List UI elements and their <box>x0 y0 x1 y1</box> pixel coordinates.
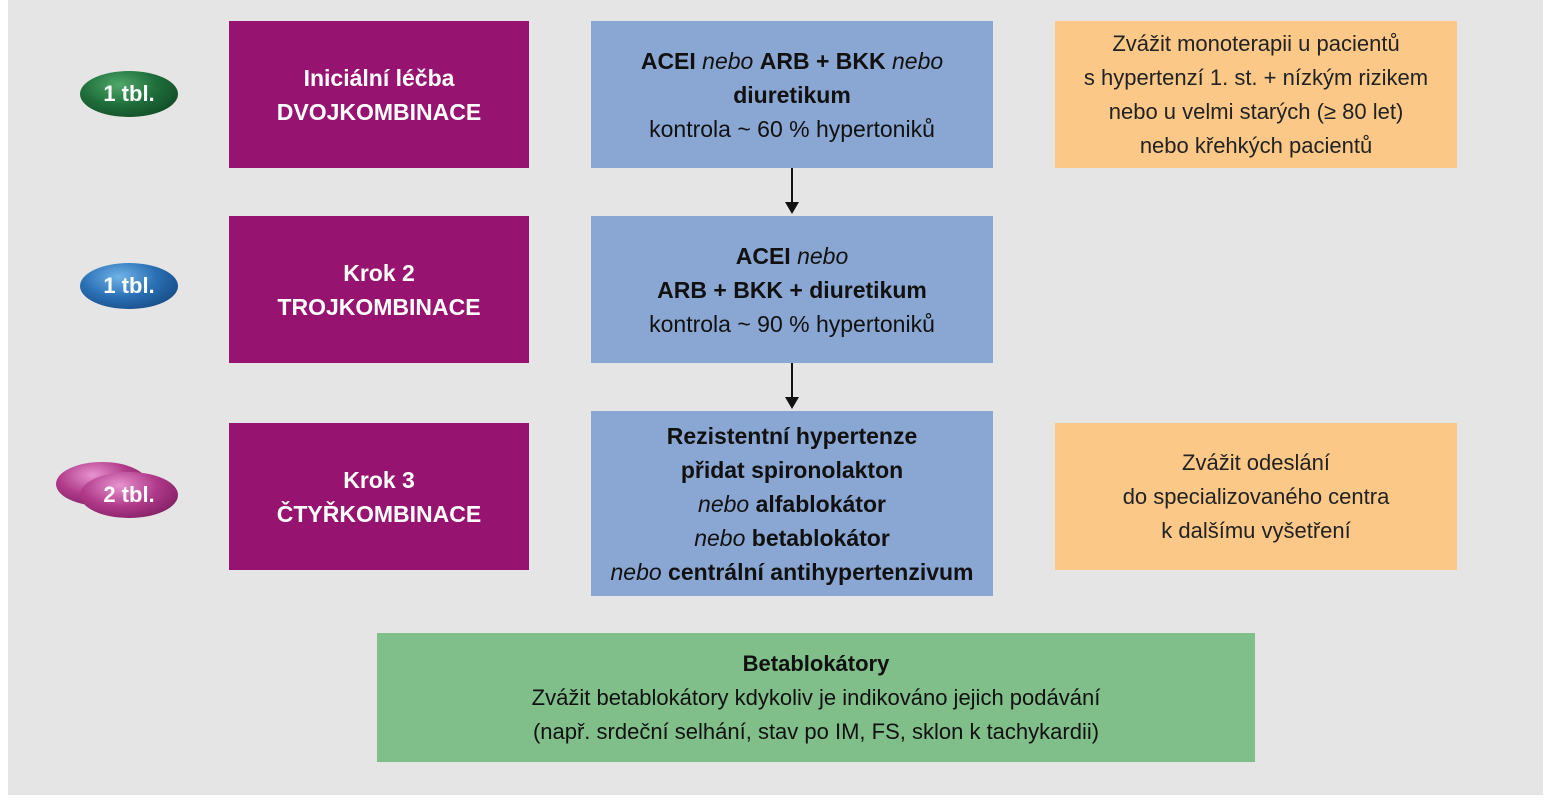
therapy-box-dual: ACEI nebo ARB + BKK nebo diuretikum kont… <box>591 21 993 168</box>
therapy-or: nebo <box>892 47 944 74</box>
arrow-down-2 <box>785 363 799 409</box>
step-combination: ČTYŘKOMBINACE <box>276 500 482 527</box>
therapy-drug: ARB + BKK <box>759 47 886 74</box>
therapy-control: kontrola ~ 60 % hypertoniků <box>649 115 935 142</box>
therapy-control: kontrola ~ 90 % hypertoniků <box>649 310 935 337</box>
therapy-drug: betablokátor <box>751 524 890 551</box>
therapy-drug: centrální antihypertenzivum <box>668 558 974 585</box>
note-line: nebo u velmi starých (≥ 80 let) <box>1108 98 1404 124</box>
betablocker-line: (např. srdeční selhání, stav po IM, FS, … <box>532 718 1100 744</box>
step-title: Krok 3 <box>343 466 415 493</box>
betablocker-line: Zvážit betablokátory kdykoliv je indikov… <box>531 684 1101 710</box>
therapy-or: nebo <box>797 242 849 269</box>
therapy-line-3: nebo alfablokátor <box>698 487 886 521</box>
pill-label: 1 tbl. <box>103 273 155 298</box>
therapy-box-resistant: Rezistentní hypertenze přidat spironolak… <box>591 411 993 596</box>
therapy-line-2: diuretikum <box>733 81 851 108</box>
note-box-referral: Zvážit odeslání do specializovaného cent… <box>1055 423 1457 570</box>
step-box-initial: Iniciální léčba DVOJKOMBINACE <box>229 21 529 168</box>
therapy-drug: ACEI <box>640 47 696 74</box>
note-line: nebo křehkých pacientů <box>1139 132 1373 158</box>
therapy-drug: alfablokátor <box>755 490 886 517</box>
pill-1tbl-green: 1 tbl. <box>80 71 178 117</box>
step-combination: DVOJKOMBINACE <box>276 98 482 125</box>
note-box-monotherapy: Zvážit monoterapii u pacientů s hyperten… <box>1055 21 1457 168</box>
step-title: Iniciální léčba <box>303 64 455 91</box>
therapy-line-2: přidat spironolakton <box>680 456 904 483</box>
therapy-drug: ACEI <box>735 242 791 269</box>
betablocker-title: Betablokátory <box>742 650 890 676</box>
note-line: Zvážit odeslání <box>1182 449 1330 475</box>
note-line: s hypertenzí 1. st. + nízkým rizikem <box>1083 64 1429 90</box>
note-line: k dalšímu vyšetření <box>1161 517 1351 543</box>
therapy-or: nebo <box>698 490 750 517</box>
therapy-line-5: nebo centrální antihypertenzivum <box>610 555 973 589</box>
therapy-line-1: ACEI nebo <box>736 239 849 273</box>
step-combination: TROJKOMBINACE <box>277 293 481 320</box>
arrow-down-1 <box>785 168 799 214</box>
betablocker-box: Betablokátory Zvážit betablokátory kdyko… <box>377 633 1255 762</box>
step-box-2: Krok 2 TROJKOMBINACE <box>229 216 529 363</box>
step-box-3: Krok 3 ČTYŘKOMBINACE <box>229 423 529 570</box>
therapy-or: nebo <box>702 47 754 74</box>
step-title: Krok 2 <box>343 259 415 286</box>
pill-label: 2 tbl. <box>103 482 155 507</box>
note-line: Zvážit monoterapii u pacientů <box>1112 30 1400 56</box>
pill-2tbl-pink: 2 tbl. <box>80 472 178 518</box>
therapy-line-4: nebo betablokátor <box>694 521 890 555</box>
therapy-line-1: Rezistentní hypertenze <box>666 422 918 449</box>
therapy-line-1: ACEI nebo ARB + BKK nebo <box>641 44 943 78</box>
therapy-or: nebo <box>610 558 662 585</box>
therapy-or: nebo <box>694 524 746 551</box>
pill-label: 1 tbl. <box>103 81 155 106</box>
pill-1tbl-blue: 1 tbl. <box>80 263 178 309</box>
therapy-line-2: ARB + BKK + diuretikum <box>657 276 927 303</box>
therapy-box-triple: ACEI nebo ARB + BKK + diuretikum kontrol… <box>591 216 993 363</box>
note-line: do specializovaného centra <box>1122 483 1390 509</box>
